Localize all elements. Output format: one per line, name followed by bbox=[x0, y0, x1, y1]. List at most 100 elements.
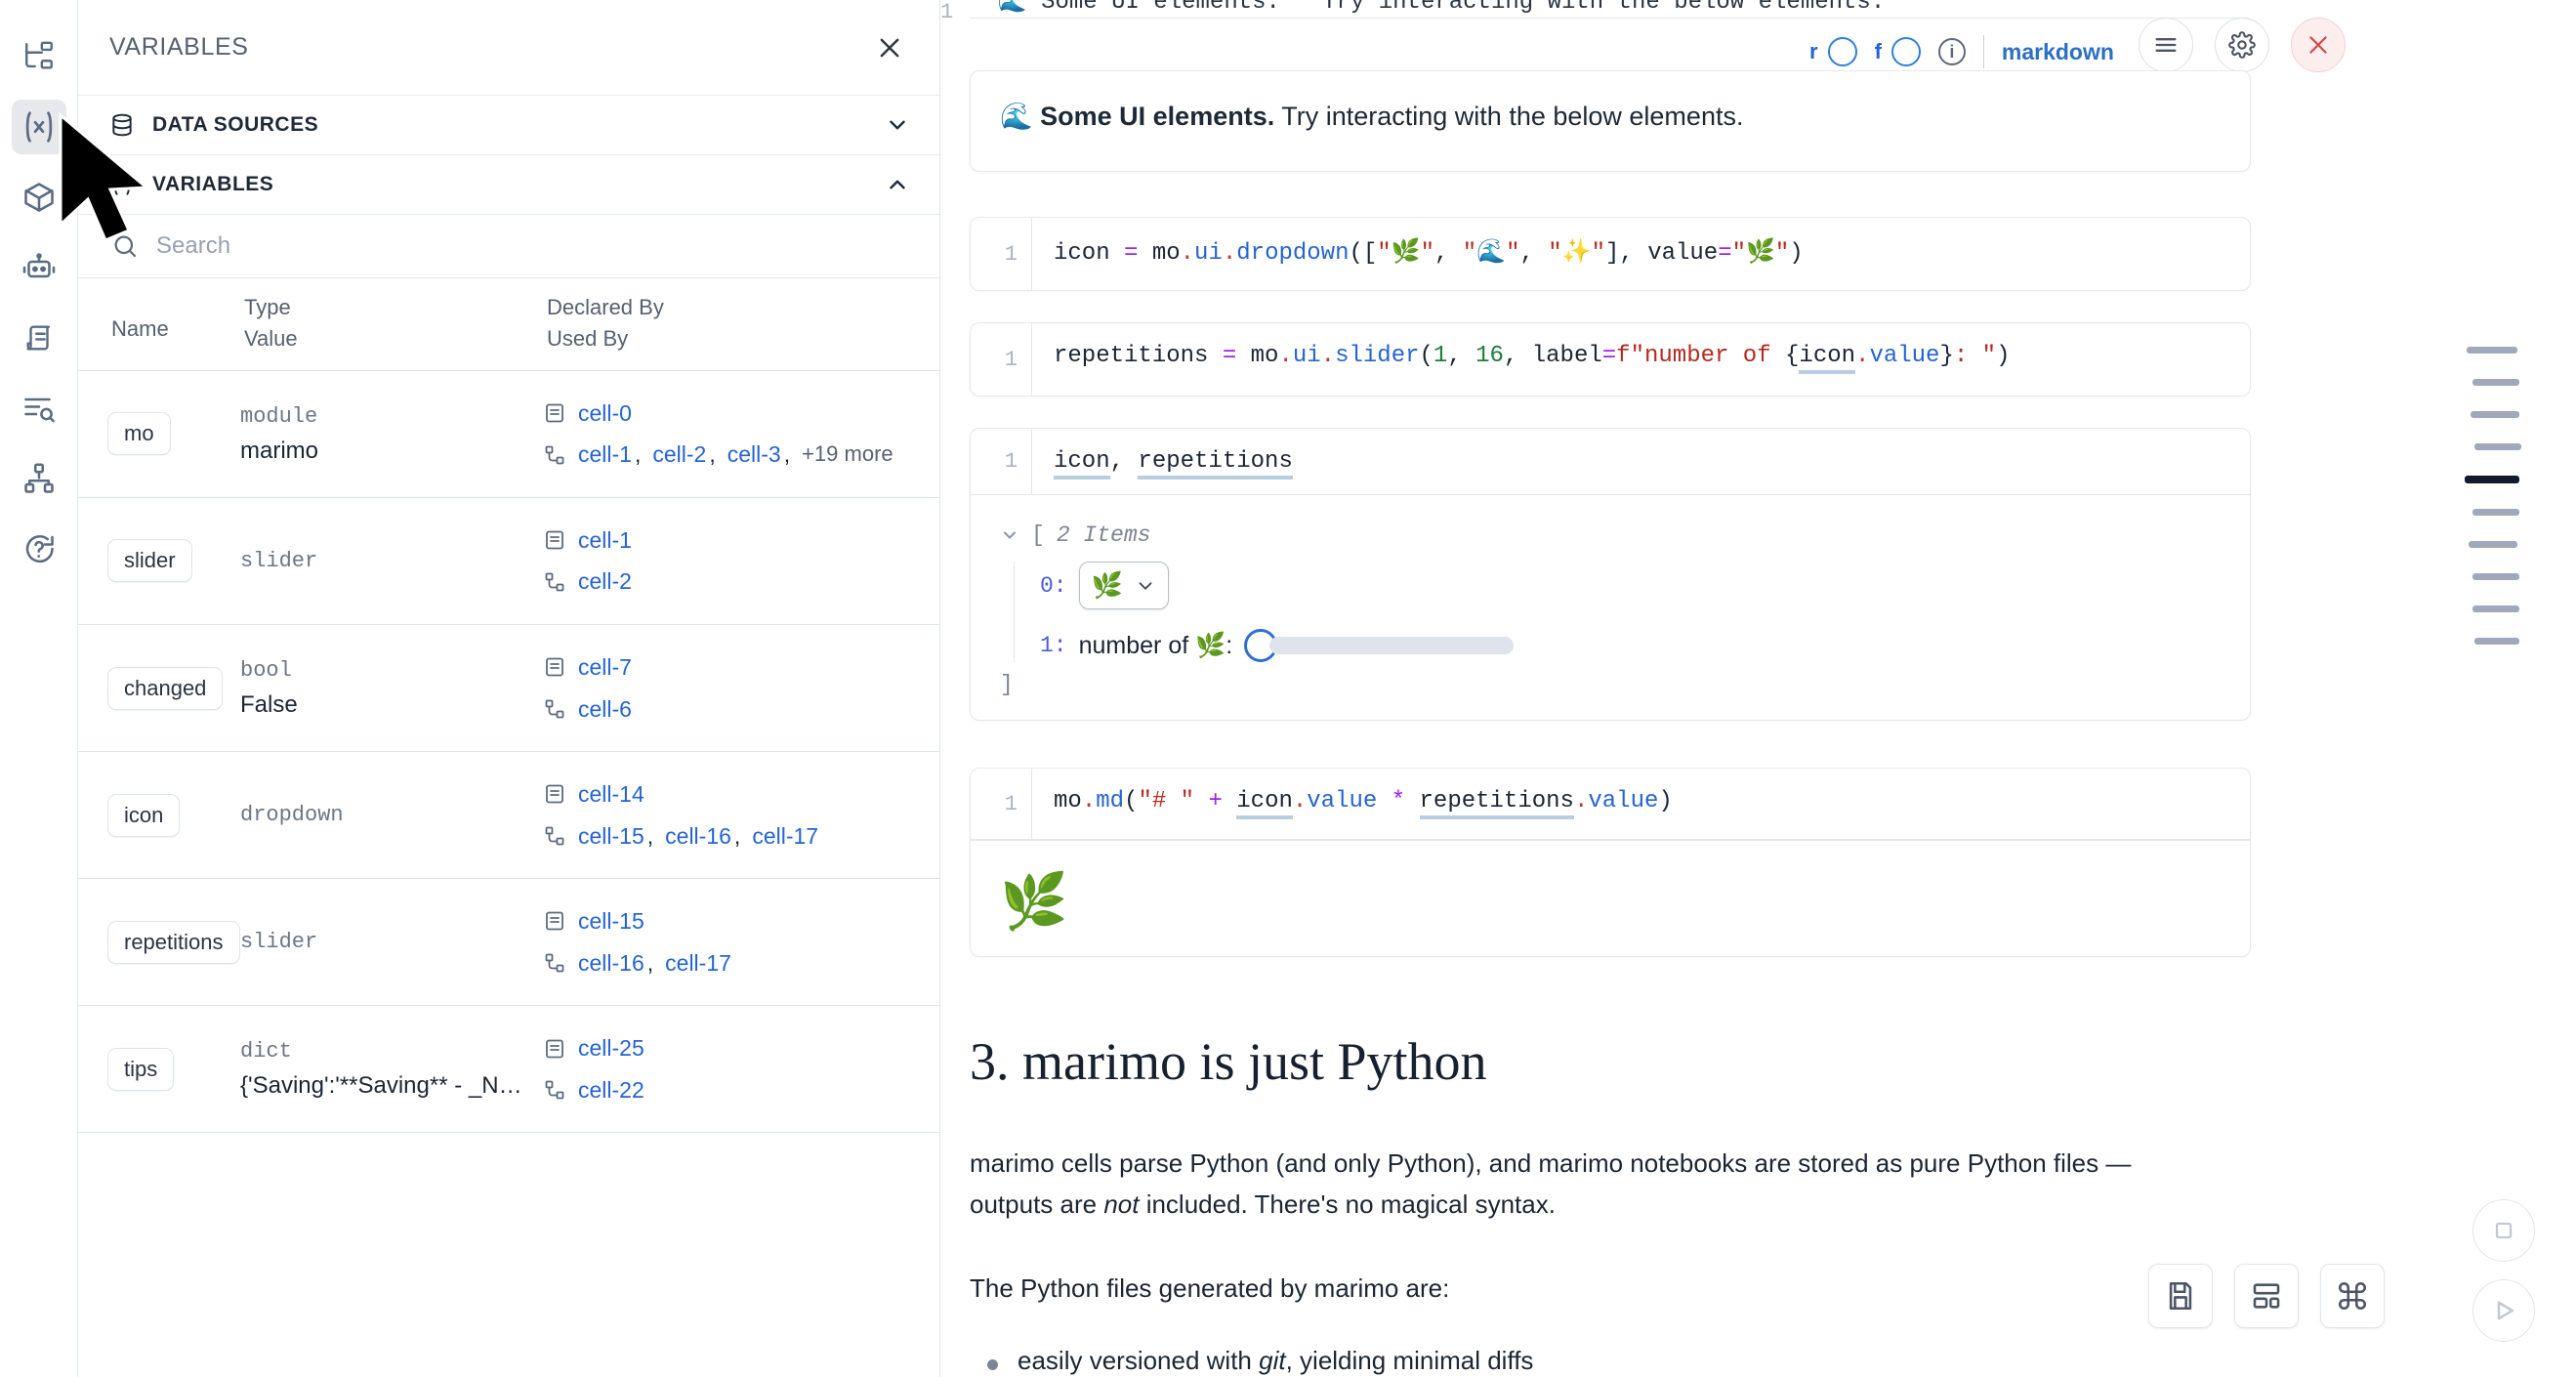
variable-value: False bbox=[240, 691, 298, 719]
cell-link[interactable]: cell-7 bbox=[578, 653, 632, 680]
variable-type: dropdown bbox=[240, 803, 344, 828]
cell-link[interactable]: cell-17 bbox=[752, 822, 819, 849]
slider-widget[interactable] bbox=[1244, 629, 1515, 662]
section-data-sources[interactable]: DATA SOURCES bbox=[78, 96, 939, 155]
search-input[interactable] bbox=[156, 232, 910, 260]
inspector-root-row[interactable]: [ 2 Items bbox=[1000, 522, 2221, 548]
run-on-change-toggle[interactable]: r bbox=[1809, 37, 1857, 66]
dropdown-widget[interactable]: 🌿 bbox=[1078, 562, 1169, 609]
outline-search-icon[interactable] bbox=[12, 381, 66, 436]
cell-link[interactable]: cell-17 bbox=[665, 949, 731, 976]
variable-name-cell: slider bbox=[78, 497, 240, 625]
close-icon[interactable] bbox=[869, 27, 910, 68]
cell-link[interactable]: cell-15 bbox=[578, 908, 644, 935]
cell-link[interactable]: cell-16 bbox=[578, 949, 644, 976]
chevron-down-icon[interactable] bbox=[1000, 525, 1019, 545]
cell-link[interactable]: cell-16 bbox=[665, 822, 731, 849]
minimap-tick[interactable] bbox=[2472, 573, 2519, 580]
code-editor[interactable]: mo.md("# " + icon.value * repetitions.va… bbox=[1031, 769, 2250, 839]
minimap-tick[interactable] bbox=[2472, 379, 2519, 386]
cell-ref-line: cell-14 bbox=[543, 773, 940, 815]
interrupt-button[interactable] bbox=[2472, 1199, 2535, 1262]
separator: , bbox=[783, 441, 791, 468]
minimap-tick[interactable] bbox=[2472, 509, 2519, 516]
bullet-text-a: easily versioned with bbox=[1018, 1346, 1260, 1375]
variables-icon[interactable] bbox=[11, 100, 66, 154]
fold-chevron-icon[interactable] bbox=[940, 1050, 944, 1075]
header-declared-by: Declared By bbox=[547, 295, 664, 319]
divider bbox=[1982, 35, 1984, 68]
file-tree-icon[interactable] bbox=[12, 29, 66, 84]
cell-link[interactable]: cell-1 bbox=[578, 441, 632, 468]
page-title: 3. marimo is just Python bbox=[970, 1032, 1487, 1091]
cell-icon-repetitions-output[interactable]: 1 icon, repetitions [ 2 Items 0: bbox=[970, 428, 2251, 721]
gear-icon[interactable] bbox=[2215, 18, 2269, 72]
scratchpad-icon[interactable] bbox=[12, 311, 66, 365]
more-refs-label[interactable]: +19 more bbox=[802, 441, 893, 467]
declared-by-icon bbox=[543, 528, 566, 552]
variable-name-chip[interactable]: icon bbox=[107, 793, 181, 837]
variable-type: slider bbox=[240, 548, 318, 573]
minimap-tick[interactable] bbox=[2471, 411, 2519, 418]
cell-link[interactable]: cell-6 bbox=[578, 695, 632, 722]
minimap-scrollbar[interactable] bbox=[2445, 347, 2543, 670]
cell-link[interactable]: cell-15 bbox=[578, 822, 644, 849]
cell-link[interactable]: cell-1 bbox=[578, 526, 632, 553]
variable-name-chip[interactable]: mo bbox=[107, 412, 171, 456]
run-button[interactable] bbox=[2472, 1279, 2535, 1342]
cell-icon-dropdown[interactable]: 1 icon = mo.ui.dropdown(["🌿", "🌊", "✨"],… bbox=[970, 217, 2251, 291]
variables-small-icon bbox=[109, 172, 135, 197]
used-by-icon bbox=[543, 824, 566, 848]
cell-md-code[interactable]: 1 mo.md("# " + icon.value * repetitions.… bbox=[970, 768, 2251, 840]
delete-cell-icon[interactable] bbox=[2291, 18, 2346, 72]
format-toggle[interactable]: f bbox=[1875, 37, 1921, 66]
minimap-tick[interactable] bbox=[2467, 347, 2517, 354]
code-editor[interactable]: icon = mo.ui.dropdown(["🌿", "🌊", "✨"], v… bbox=[1031, 218, 2250, 290]
code-editor[interactable]: repetitions = mo.ui.slider(1, 16, label=… bbox=[1031, 323, 2250, 396]
variable-name-chip[interactable]: changed bbox=[107, 666, 224, 710]
section-paragraph-1: marimo cells parse Python (and only Pyth… bbox=[970, 1143, 2181, 1225]
toggle-oval-icon[interactable] bbox=[1890, 37, 1921, 66]
info-icon[interactable]: i bbox=[1937, 38, 1966, 65]
help-icon[interactable] bbox=[12, 522, 66, 576]
variable-value: {'Saving':'**Saving** - _Na… bbox=[240, 1072, 533, 1100]
code-editor[interactable]: icon, repetitions bbox=[1031, 429, 2250, 494]
section-variables[interactable]: VARIABLES bbox=[78, 155, 939, 215]
variable-name-chip[interactable]: repetitions bbox=[107, 920, 240, 964]
cell-ref-line: cell-1 bbox=[543, 520, 940, 562]
robot-icon[interactable] bbox=[12, 240, 66, 295]
variable-name-chip[interactable]: tips bbox=[107, 1047, 175, 1091]
cell-link[interactable]: cell-2 bbox=[652, 441, 707, 468]
cell-link[interactable]: cell-3 bbox=[727, 441, 781, 468]
list-item: easily versioned with git, yielding mini… bbox=[987, 1346, 2159, 1376]
minimap-tick[interactable] bbox=[2474, 443, 2521, 450]
cell-link[interactable]: cell-14 bbox=[578, 781, 644, 808]
variable-refs-cell: cell-7 cell-6 bbox=[543, 624, 940, 753]
slider-track[interactable] bbox=[1269, 637, 1515, 654]
toggle-oval-icon[interactable] bbox=[1827, 37, 1857, 66]
chevron-down-icon[interactable] bbox=[885, 112, 910, 138]
language-badge[interactable]: markdown bbox=[2001, 38, 2114, 64]
minimap-tick[interactable] bbox=[2472, 605, 2519, 612]
command-palette-button[interactable] bbox=[2320, 1264, 2385, 1328]
minimap-tick[interactable] bbox=[2474, 638, 2519, 645]
hamburger-icon[interactable] bbox=[2139, 18, 2193, 72]
chevron-up-icon[interactable] bbox=[885, 172, 910, 197]
minimap-tick[interactable] bbox=[2465, 476, 2519, 483]
package-icon[interactable] bbox=[12, 170, 66, 225]
cell-repetitions-slider[interactable]: 1 repetitions = mo.ui.slider(1, 16, labe… bbox=[970, 322, 2251, 396]
inspector-entry-0: 0: 🌿 bbox=[1040, 562, 2221, 609]
fold-chevron-icon[interactable] bbox=[940, 884, 944, 909]
cell-link[interactable]: cell-0 bbox=[578, 399, 632, 426]
dependency-graph-icon[interactable] bbox=[12, 451, 66, 506]
variable-name-chip[interactable]: slider bbox=[107, 539, 192, 583]
cell-link[interactable]: cell-22 bbox=[578, 1076, 644, 1103]
save-button[interactable] bbox=[2148, 1264, 2213, 1328]
entry-key: 0: bbox=[1040, 572, 1067, 599]
cell-link[interactable]: cell-25 bbox=[578, 1035, 644, 1062]
layout-button[interactable] bbox=[2234, 1264, 2299, 1328]
cell-link[interactable]: cell-2 bbox=[578, 568, 632, 595]
minimap-tick[interactable] bbox=[2469, 541, 2517, 548]
